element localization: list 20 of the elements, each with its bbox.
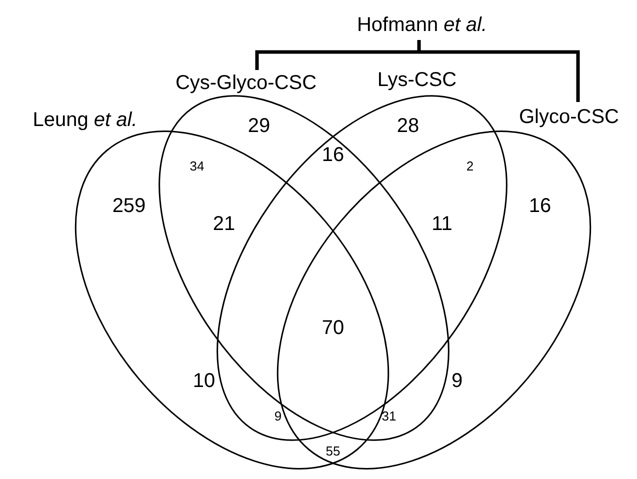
set-label: Cys-Glyco-CSC <box>175 73 317 93</box>
set-label: Leung et al. <box>32 110 138 130</box>
region-count: 21 <box>212 214 236 234</box>
region-count: 9 <box>274 410 282 422</box>
group-title: Hofmann et al. <box>356 15 488 35</box>
region-count: 10 <box>192 371 216 391</box>
region-count: 29 <box>248 116 270 136</box>
region-count: 34 <box>190 160 204 172</box>
region-count: 2 <box>466 160 474 172</box>
set-label: Lys-CSC <box>377 70 457 90</box>
region-count: 28 <box>396 116 420 136</box>
region-count: 9 <box>451 371 463 391</box>
region-count: 16 <box>528 196 552 216</box>
region-count: 16 <box>322 145 344 165</box>
region-count: 31 <box>382 410 396 422</box>
region-count: 259 <box>112 196 146 216</box>
region-count: 11 <box>432 214 452 234</box>
region-count: 70 <box>322 318 344 338</box>
region-count: 55 <box>326 444 340 458</box>
set-label: Glyco-CSC <box>519 107 619 127</box>
